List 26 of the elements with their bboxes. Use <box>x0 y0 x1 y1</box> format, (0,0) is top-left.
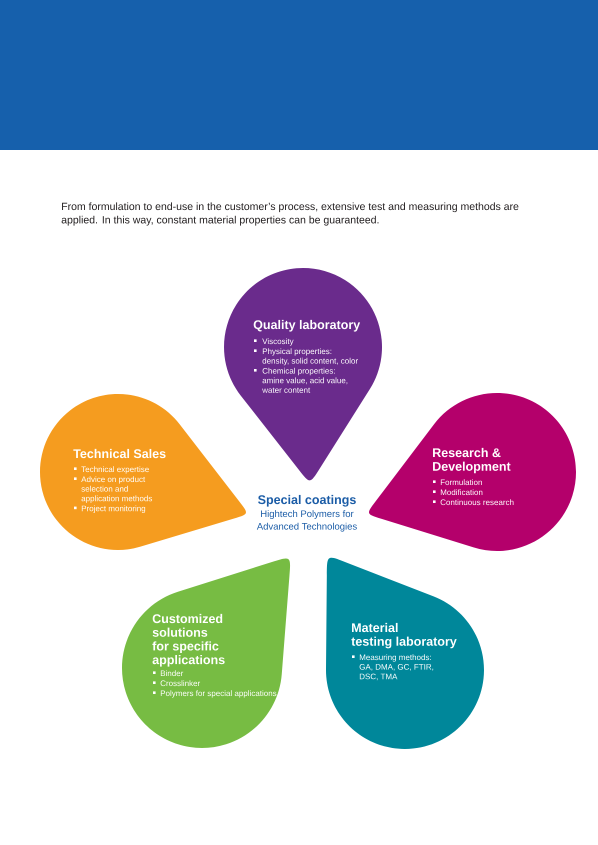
bullet-text: Modification <box>440 489 482 496</box>
petal-shape <box>40 394 246 550</box>
bullet-text: Chemical properties: amine value, acid value, water content <box>262 368 348 393</box>
petal-shape <box>224 268 382 480</box>
intro-text: From formulation to end-use in the customer’s process, extensive test and measuring methods are applied. In this way, constant material properties can be guaranteed. <box>62 202 518 226</box>
petal-title: Quality laboratory <box>254 320 360 332</box>
center-subtitle: Hightech Polymers for Advanced Technologies <box>256 510 357 532</box>
bullet-text: Measuring methods: GA, DMA, GC, FTIR, DSC, TMA <box>360 654 434 680</box>
bullet-text: Technical expertise <box>81 466 149 474</box>
petal-shape <box>369 393 576 551</box>
petal-title: Technical Sales <box>73 448 166 458</box>
bullet-text: Continuous research <box>440 499 514 506</box>
bullet-text: Physical properties: density, solid content, color <box>262 348 358 366</box>
bullet-text: Formulation <box>440 479 482 486</box>
petal-title: Customized solutions for specific applications <box>152 614 225 667</box>
center-title: Special coatings <box>258 494 356 507</box>
petal-title: Material testing laboratory <box>351 622 457 648</box>
petal-shape <box>122 558 290 748</box>
bullet-text: Binder <box>160 670 184 676</box>
petal-shape <box>326 558 484 749</box>
bullet-text: Advice on product selection and application methods <box>81 476 152 503</box>
bullet-text: Polymers for special applications <box>160 690 276 698</box>
petal-title: Research & Development <box>433 448 511 474</box>
bullet-text: Project monitoring <box>82 505 146 513</box>
bullet-text: Crosslinker <box>160 680 200 686</box>
bullet-text: Viscosity <box>262 338 294 346</box>
